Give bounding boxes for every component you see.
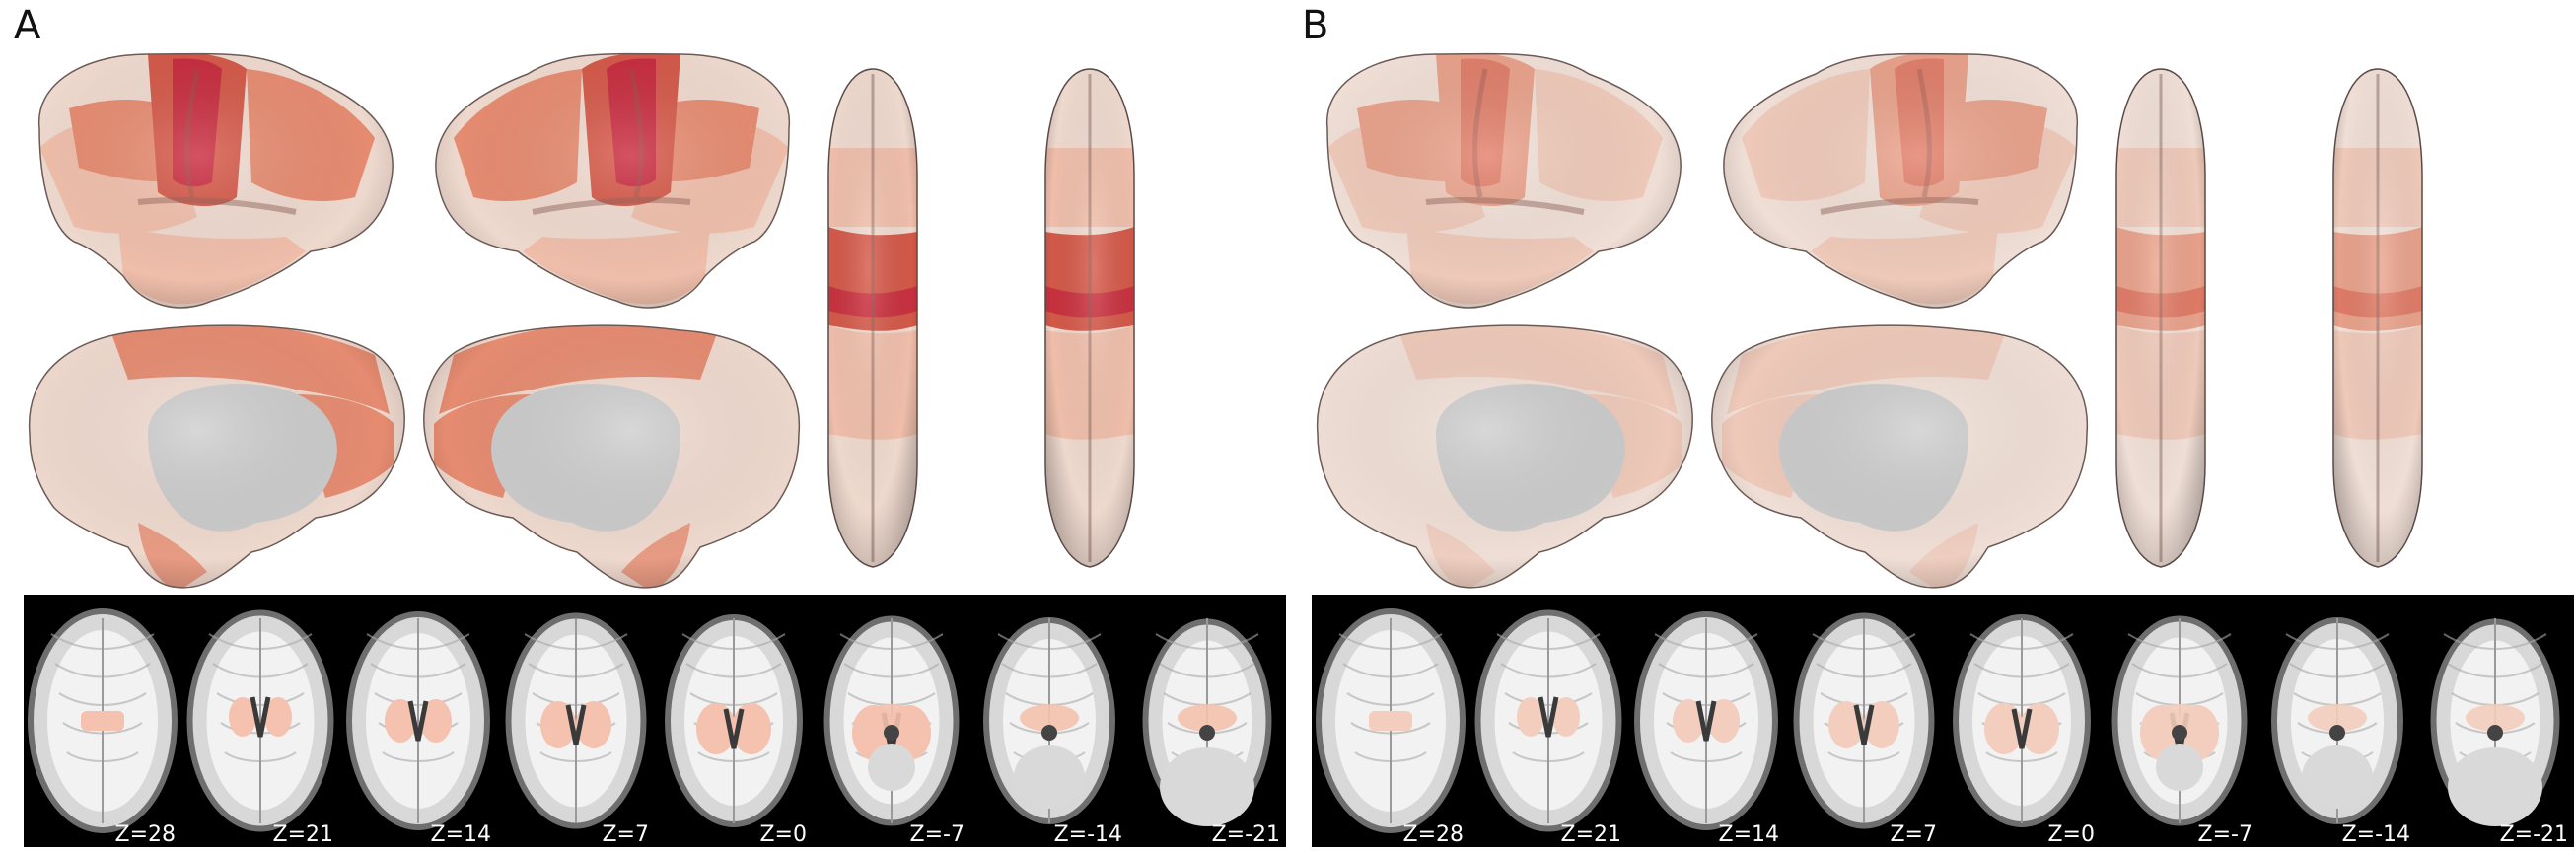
slice-z-label: Z=-21 [2499, 821, 2568, 847]
axial-slice: Z=-7 [2101, 595, 2258, 847]
axial-slice: Z=-14 [970, 595, 1128, 847]
axial-slice: Z=-7 [813, 595, 970, 847]
axial-slice-image [1785, 595, 1943, 847]
slice-z-label: Z=-21 [1211, 821, 1280, 847]
lateral-view-left-hemisphere [1326, 52, 1682, 309]
lateral-view-right-hemisphere [435, 52, 790, 309]
slice-z-label: Z=28 [114, 821, 177, 847]
axial-slice-image [2416, 595, 2574, 847]
axial-slice: Z=-21 [1128, 595, 1286, 847]
axial-slice-image [1128, 595, 1286, 847]
panel-a: A Z=28 Z=21 Z=14 Z=7 Z=0 Z=-7 Z=-14 Z=-21 [0, 0, 1288, 847]
ventral-view [2332, 68, 2423, 568]
slice-z-label: Z=7 [602, 821, 649, 847]
axial-slice-image [339, 595, 497, 847]
slice-z-label: Z=14 [430, 821, 492, 847]
axial-slice-image [497, 595, 655, 847]
axial-slice-image [1943, 595, 2101, 847]
dorsal-view [827, 68, 918, 568]
axial-slice-image [181, 595, 339, 847]
axial-slice: Z=7 [497, 595, 655, 847]
medial-view-left-hemisphere [1316, 324, 1693, 589]
slice-z-label: Z=0 [759, 821, 807, 847]
axial-slice-strip: Z=28 Z=21 Z=14 Z=7 Z=0 Z=-7 Z=-14 Z=-21 [24, 595, 1286, 847]
slice-z-label: Z=-7 [2197, 821, 2253, 847]
medial-view-right-hemisphere [423, 324, 801, 589]
dorsal-view [2115, 68, 2206, 568]
slice-z-label: Z=28 [1402, 821, 1465, 847]
lateral-view-left-hemisphere [38, 52, 394, 309]
axial-slice-strip: Z=28 Z=21 Z=14 Z=7 Z=0 Z=-7 Z=-14 Z=-21 [1312, 595, 2574, 847]
axial-slice-image [24, 595, 181, 847]
axial-slice-image [813, 595, 970, 847]
axial-slice: Z=7 [1785, 595, 1943, 847]
panel-b: B Z=28 Z=21 Z=14 Z=7 Z=0 Z=-7 Z=-14 Z=-21 [1288, 0, 2576, 847]
slice-z-label: Z=21 [1560, 821, 1622, 847]
axial-slice: Z=14 [1627, 595, 1785, 847]
panel-label: B [1302, 3, 1329, 48]
slice-z-label: Z=21 [272, 821, 334, 847]
axial-slice: Z=14 [339, 595, 497, 847]
axial-slice: Z=0 [1943, 595, 2101, 847]
axial-slice-image [1312, 595, 1469, 847]
axial-slice-image [1469, 595, 1627, 847]
slice-z-label: Z=-7 [909, 821, 965, 847]
cortical-surface-views [28, 52, 1135, 589]
axial-slice-image [2258, 595, 2416, 847]
slice-z-label: Z=7 [1890, 821, 1937, 847]
medial-view-right-hemisphere [1711, 324, 2089, 589]
axial-slice: Z=21 [181, 595, 339, 847]
axial-slice: Z=28 [1312, 595, 1469, 847]
axial-slice: Z=-21 [2416, 595, 2574, 847]
axial-slice: Z=-14 [2258, 595, 2416, 847]
slice-z-label: Z=-14 [1053, 821, 1122, 847]
axial-slice-image [1627, 595, 1785, 847]
ventral-view [1044, 68, 1135, 568]
lateral-view-right-hemisphere [1723, 52, 2078, 309]
axial-slice-image [655, 595, 813, 847]
axial-slice: Z=21 [1469, 595, 1627, 847]
axial-slice-image [2101, 595, 2258, 847]
slice-z-label: Z=-14 [2341, 821, 2410, 847]
slice-z-label: Z=14 [1718, 821, 1780, 847]
slice-z-label: Z=0 [2047, 821, 2095, 847]
axial-slice-image [970, 595, 1128, 847]
axial-slice: Z=28 [24, 595, 181, 847]
cortical-surface-views [1316, 52, 2423, 589]
panel-label: A [14, 3, 41, 48]
axial-slice: Z=0 [655, 595, 813, 847]
medial-view-left-hemisphere [28, 324, 405, 589]
